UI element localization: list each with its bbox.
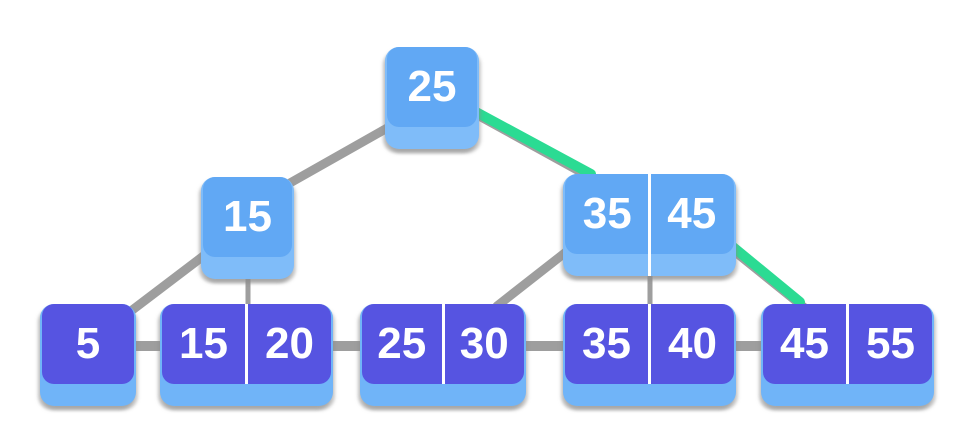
key-value: 55	[866, 319, 915, 368]
edge-15-to-5	[126, 249, 211, 316]
leaf-node-45-55: 45 55	[761, 304, 934, 406]
internal-node-15: 15	[201, 177, 294, 279]
key-value: 15	[223, 192, 272, 241]
edge-35-45-to-25-30	[492, 247, 571, 311]
key-value: 20	[265, 319, 314, 368]
node-face: 45 55	[763, 304, 932, 384]
key-value: 15	[179, 319, 228, 368]
leaf-node-25-30: 25 30	[360, 304, 526, 406]
key-value: 35	[582, 319, 631, 368]
node-face: 25	[387, 47, 477, 127]
node-face: 5	[42, 304, 134, 384]
internal-node-35-45: 35 45	[563, 174, 736, 276]
key-value: 25	[407, 62, 457, 111]
key-divider	[441, 304, 445, 384]
key-divider	[648, 304, 651, 384]
key-divider	[245, 304, 248, 384]
node-face: 35 40	[565, 304, 734, 384]
leaf-node-35-40: 35 40	[563, 304, 736, 406]
search-path-edge-35-45-to-45-55	[722, 237, 805, 307]
key-value: 40	[668, 319, 717, 368]
internal-node-25: 25	[385, 47, 479, 149]
key-value: 25	[377, 319, 427, 368]
leaf-node-5: 5	[40, 304, 136, 406]
key-value: 35	[582, 189, 632, 238]
search-path-edge-25-to-35-45	[460, 101, 596, 179]
key-divider	[846, 304, 849, 384]
key-value: 45	[667, 189, 717, 238]
node-face: 25 30	[362, 304, 524, 384]
key-value: 45	[780, 319, 829, 368]
key-value: 5	[75, 319, 101, 368]
edge-25-to-15	[285, 122, 394, 188]
key-divider	[648, 174, 651, 276]
key-value: 30	[459, 319, 509, 368]
node-face: 15	[203, 177, 292, 257]
